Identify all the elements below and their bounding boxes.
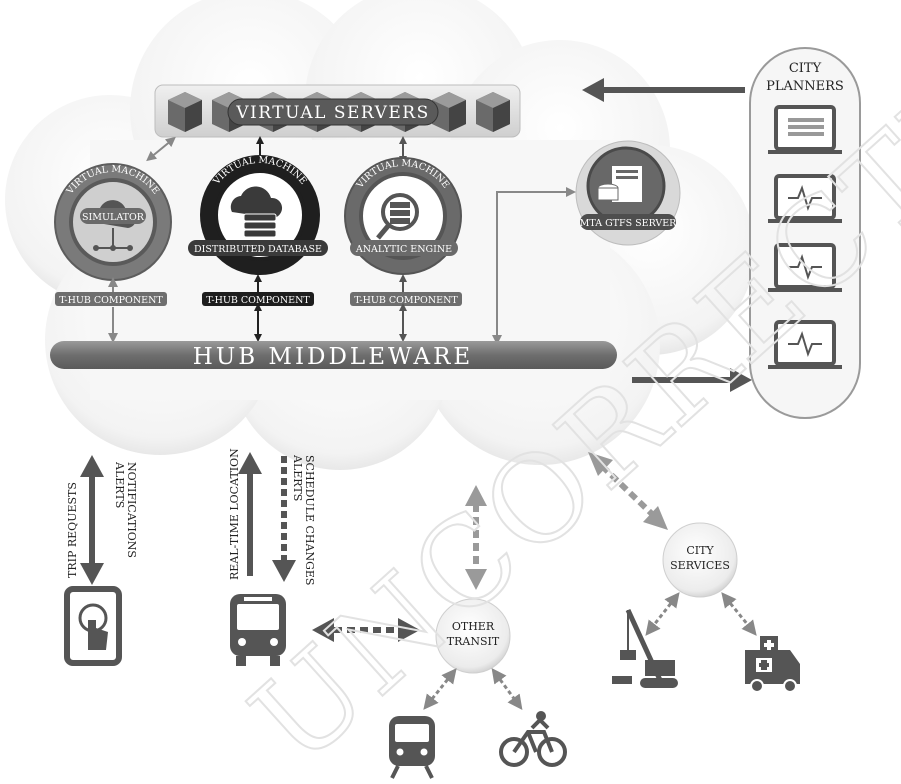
component-badge-database <box>202 292 314 306</box>
hub-middleware-bar: HUB MIDDLEWARE <box>50 341 617 370</box>
virtual-servers-label: VIRTUAL SERVERS <box>235 103 430 123</box>
trip-requests-arrow <box>80 455 104 585</box>
cloud-services-arrow <box>588 452 668 530</box>
component-badge-simulator <box>55 292 167 306</box>
heartbeat-laptop-icon <box>768 243 842 292</box>
server-cube-icon <box>168 92 202 132</box>
notifications-label: NOTIFICATIONS <box>125 462 138 558</box>
train-icon <box>389 716 435 779</box>
magnifier-server-icon <box>376 193 419 240</box>
server-cube-icon <box>432 92 466 132</box>
vm-database-name: DISTRIBUTED DATABASE <box>194 244 322 255</box>
city-services-label-1: CITY <box>686 544 714 557</box>
bus-transit-arrow <box>312 618 420 642</box>
hub-middleware-label: HUB MIDDLEWARE <box>193 344 473 370</box>
virtual-servers-panel: VIRTUAL SERVERS <box>154 84 521 138</box>
vm-analytic-name: ANALYTIC ENGINE <box>355 244 452 255</box>
server-database-icon <box>597 166 642 202</box>
tablet-touch-icon <box>64 586 122 666</box>
component-badge-analytic <box>350 292 462 306</box>
bus-icon <box>230 594 286 666</box>
arrow-planners-to-cloud <box>582 78 745 102</box>
mta-gtfs-server: MTA GTFS SERVER <box>575 140 681 246</box>
city-services-label-2: SERVICES <box>670 559 730 572</box>
vm-analytic-component: T-HUB COMPONENT <box>354 295 458 306</box>
vm-analytic-engine: VIRTUAL MACHINE ANALYTIC ENGINE <box>344 157 462 275</box>
city-planners-label-2: PLANNERS <box>766 79 844 94</box>
schedule-changes-arrow <box>272 456 296 582</box>
dashboard-laptop-icon <box>768 105 842 154</box>
services-crane-connector <box>645 592 680 636</box>
transit-bike-connector <box>491 667 523 711</box>
connector-server-simulator <box>146 136 176 162</box>
other-transit-node: OTHER TRANSIT <box>435 598 511 674</box>
vm-simulator: VIRTUAL MACHINE SIMULATOR <box>54 163 172 281</box>
city-planners-label-1: CITY <box>789 61 822 76</box>
mta-server-label: MTA GTFS SERVER <box>580 218 678 229</box>
heartbeat-laptop-icon <box>768 320 842 369</box>
server-cube-icon <box>476 92 510 132</box>
schedule-changes-label: SCHEDULE CHANGES <box>303 455 316 585</box>
schedule-alerts-label: ALERTS <box>291 454 304 501</box>
bicycle-icon <box>499 711 567 767</box>
realtime-location-label: REAL-TIME LOCATION <box>228 448 241 580</box>
other-transit-label-1: OTHER <box>452 620 495 633</box>
ambulance-icon <box>745 636 800 693</box>
trip-requests-label: TRIP REQUESTS <box>66 482 79 578</box>
city-services-node: CITY SERVICES <box>662 522 738 598</box>
vm-simulator-component: T-HUB COMPONENT <box>59 295 163 306</box>
crane-icon <box>612 608 678 688</box>
vm-database-component: T-HUB COMPONENT <box>206 295 310 306</box>
alerts-label: ALERTS <box>113 461 126 508</box>
other-transit-label-2: TRANSIT <box>447 635 500 648</box>
connector-middleware-mta <box>492 187 576 345</box>
services-ambulance-connector <box>721 592 757 636</box>
vm-simulator-name: SIMULATOR <box>82 212 145 223</box>
arrow-cloud-to-planners <box>632 368 752 392</box>
cloud-database-icon <box>230 186 283 238</box>
heartbeat-laptop-icon <box>768 174 842 223</box>
city-planners-panel: CITY PLANNERS <box>749 47 861 419</box>
cloud-transit-arrow <box>465 485 487 590</box>
realtime-location-arrow <box>238 452 262 576</box>
